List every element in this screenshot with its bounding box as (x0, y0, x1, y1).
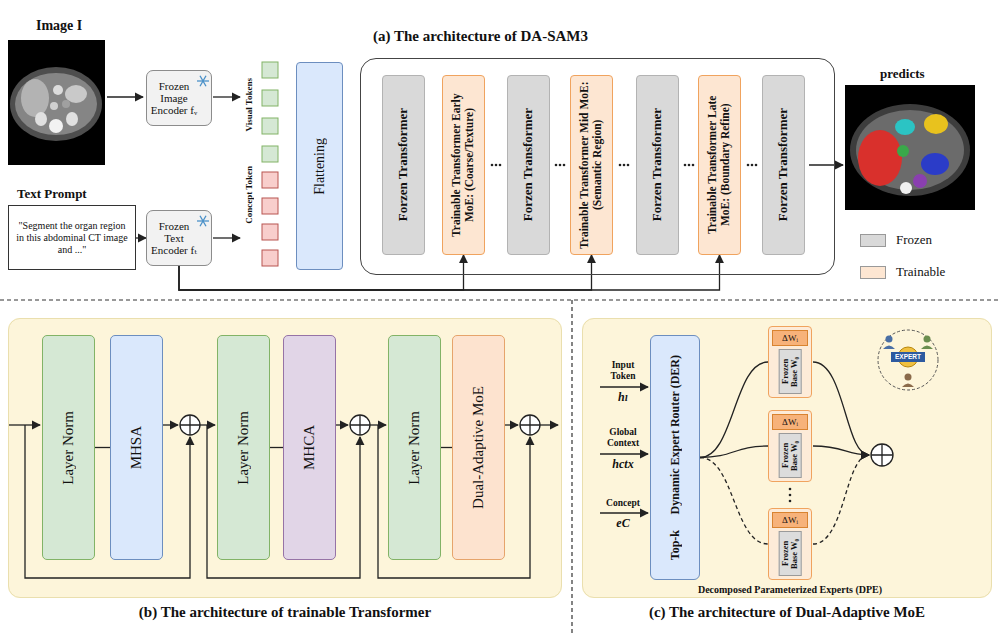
panel-heading: (b) The architecture of trainable Transf… (9, 604, 561, 621)
legend-row: Frozen (860, 232, 932, 248)
expert-box: ΔWᵢFrozen Base W₀ (768, 508, 812, 580)
token-label: Concept Token (244, 166, 254, 224)
input-label: Global Context (600, 427, 646, 449)
panel-heading: (a) The architecture of DA-SAM3 (373, 28, 588, 45)
node-label: Frozen Text Encoder fₜ (150, 220, 198, 256)
encoder-fill (146, 70, 212, 266)
router-input-arrow (600, 387, 648, 513)
prompt-box: Text Prompt"Segment the organ region in … (8, 205, 136, 270)
connector (270, 447, 283, 448)
moe-box: Dual-Adaptive MoE (452, 335, 505, 560)
group-caption: Decomposed Parameterized Experts (DPE) (680, 584, 900, 595)
frozen-block: Forzen Transformer (507, 75, 550, 255)
node-label: Top-k (668, 530, 683, 560)
norm-box: Layer Norm (42, 335, 95, 560)
legend-swatch (860, 234, 886, 247)
node-label: Dual-Adaptive MoE (470, 386, 487, 509)
expert-output-arrow (813, 362, 869, 544)
ct-image (8, 40, 105, 165)
math-symbol: hctx (600, 457, 646, 472)
panel-fill (8, 318, 992, 598)
router-box: Dynamic Expert Router (DER) Top-k (650, 335, 700, 580)
node-label: "Segment the organ region in this abdomi… (14, 220, 130, 256)
expert-icon (878, 330, 938, 390)
trainable-block: Trainable Transformer Early MoE: (Coarse… (442, 75, 485, 255)
trainable-block: Trainable Transformer Late MoE: (Boundar… (698, 75, 741, 255)
legend-row: Trainable (860, 264, 945, 280)
separator-line (0, 300, 1000, 635)
node-label: MHCA (301, 425, 318, 470)
norm-box: Layer Norm (388, 335, 441, 560)
connector (179, 255, 720, 290)
visual-token (262, 62, 278, 162)
encoder-box: Frozen Text Encoder fₜ (146, 210, 212, 266)
node-label: Forzen Transformer (776, 108, 791, 221)
expert-dots (789, 488, 792, 503)
input-label: Input Token (600, 360, 646, 382)
token-arrow (213, 97, 240, 238)
trainable-block: Trainable Transformer Mid MoE: (Semantic… (570, 75, 613, 255)
legend-swatch (860, 266, 886, 279)
node-label: Trainable Transformer Late MoE: (Boundar… (706, 81, 732, 249)
math-symbol: hₗ (600, 390, 646, 405)
panel: (c) The architecture of Dual-Adaptive Mo… (582, 318, 992, 598)
legend-label: Frozen (896, 232, 932, 248)
node-label: Flattening (312, 138, 328, 195)
node-label: Trainable Transformer Mid MoE: (Semantic… (578, 81, 604, 249)
expert-box: ΔWᵢFrozen Base W₀ (768, 326, 812, 398)
image-arrow (107, 96, 143, 97)
node-label: Forzen Transformer (521, 108, 536, 221)
panel-heading: (c) The architecture of Dual-Adaptive Mo… (583, 604, 991, 621)
expert-box: ΔWᵢFrozen Base W₀ (768, 410, 812, 482)
connector (179, 255, 592, 290)
node-label: ΔWᵢ (772, 414, 808, 430)
prediction-image (845, 85, 975, 210)
node-label: MHSA (128, 426, 145, 469)
badge-text: EXPERT (891, 352, 925, 362)
connector (95, 447, 110, 448)
norm-box: Layer Norm (217, 335, 270, 560)
node-label: Forzen Transformer (650, 108, 665, 221)
panel-heading: Text Prompt (17, 186, 87, 202)
math-symbol: eC (600, 516, 646, 531)
panel: (b) The architecture of trainable Transf… (8, 318, 562, 598)
image-label: Image I (36, 18, 82, 34)
node-label: Frozen Base W₀ (779, 433, 802, 478)
node-label: Layer Norm (60, 411, 77, 485)
node-label: Frozen Image Encoder fᵥ (150, 80, 198, 116)
node-label: ΔWᵢ (772, 512, 808, 528)
concept-token (262, 172, 278, 266)
connector (700, 446, 768, 458)
frozen-block: Forzen Transformer (636, 75, 679, 255)
legend-label: Trainable (896, 264, 945, 280)
attention-box: MHCA (283, 335, 336, 560)
transformer-stack: (a) The architecture of DA-SAM3Forzen Tr… (360, 58, 835, 275)
encoder-box: Frozen Image Encoder fᵥ (146, 70, 212, 126)
output-arrow (809, 164, 843, 165)
node-label: Frozen Base W₀ (779, 349, 802, 394)
node-label: Frozen Base W₀ (779, 531, 802, 576)
frozen-block: Forzen Transformer (762, 75, 805, 255)
flatten-box: Flattening (296, 62, 343, 270)
node-label: Trainable Transformer Early MoE: (Coarse… (450, 81, 476, 249)
snowflake-icon (197, 76, 209, 226)
node-label: Layer Norm (406, 411, 423, 485)
attention-box: MHSA (110, 335, 163, 560)
node-label: ΔWᵢ (772, 330, 808, 346)
connector (700, 362, 768, 458)
input-label: Concept (600, 498, 646, 509)
token-label: Visual Tokens (244, 78, 254, 131)
connector (700, 458, 768, 545)
output-label: predicts (880, 66, 925, 82)
frozen-block: Forzen Transformer (382, 75, 425, 255)
node-label: Dynamic Expert Router (DER) (668, 355, 683, 514)
node-label: Layer Norm (235, 411, 252, 485)
connector (441, 447, 452, 448)
node-label: Forzen Transformer (396, 108, 411, 221)
connector (136, 237, 146, 238)
